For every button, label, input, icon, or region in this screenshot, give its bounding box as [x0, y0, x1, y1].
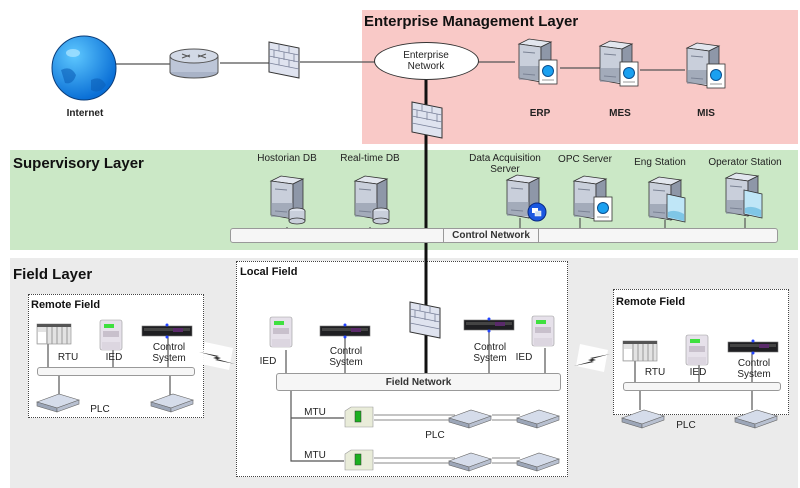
plc-icon [448, 452, 492, 472]
daq-server-label: Data Acquisition Server [469, 153, 541, 175]
field-layer-title: Field Layer [13, 266, 93, 283]
control-system-right-label: Control System [473, 342, 507, 364]
plc-icon [150, 393, 194, 413]
firewall-icon [409, 301, 441, 339]
remote-field-left-title: Remote Field [31, 299, 101, 311]
plc-icon [448, 409, 492, 429]
enterprise-network-label: Enterprise Network [403, 50, 449, 72]
rtu-icon [622, 340, 658, 362]
enterprise-layer-title: Enterprise Management Layer [364, 13, 579, 30]
erp-server-icon [517, 38, 558, 85]
opc-server-label: OPC Server [558, 154, 612, 165]
control-system-remote-right-label: Control System [737, 358, 771, 380]
plc-local-label: PLC [425, 430, 445, 441]
rtu-left-label: RTU [57, 352, 79, 363]
ied-remote-right-label: IED [689, 367, 707, 378]
control-system-icon [319, 323, 371, 339]
realtime-db-label: Real-time DB [340, 153, 400, 164]
ied-remote-left-label: IED [105, 352, 123, 363]
mis-label: MIS [697, 108, 715, 119]
control-network-tab [443, 228, 539, 243]
rtu-right-label: RTU [644, 367, 666, 378]
ied-icon [269, 316, 293, 348]
control-network-label: Control Network [452, 230, 530, 241]
operator-station-label: Operator Station [708, 157, 782, 168]
eng-station-label: Eng Station [634, 157, 686, 168]
mtu-2-label: MTU [304, 450, 326, 461]
rtu-icon [36, 323, 72, 345]
field-network-label: Field Network [385, 377, 452, 388]
ied-icon [99, 319, 123, 351]
control-system-remote-left-label: Control System [152, 342, 186, 364]
plc-icon [516, 452, 560, 472]
control-system-left-label: Control System [329, 346, 363, 368]
wireless-link-icon [574, 344, 610, 372]
mis-server-icon [685, 42, 726, 89]
remote-field-right-title: Remote Field [616, 296, 686, 308]
internet-globe-icon [51, 35, 117, 101]
erp-label: ERP [529, 108, 551, 119]
firewall-icon [268, 41, 300, 79]
supervisory-layer-title: Supervisory Layer [13, 155, 144, 172]
mes-server-icon [598, 40, 639, 87]
daq-server-icon [505, 174, 547, 222]
plc-remote-left-label: PLC [90, 404, 110, 415]
mtu-icon [344, 449, 374, 471]
local-field-title: Local Field [240, 266, 298, 278]
mes-label: MES [609, 108, 631, 119]
historian-db-icon [269, 175, 306, 225]
ied-right-label: IED [515, 352, 533, 363]
enterprise-network-node [374, 42, 479, 80]
ied-icon [685, 334, 709, 366]
router-icon [169, 48, 219, 79]
operator-station-icon [724, 172, 763, 219]
plc-icon [36, 393, 80, 413]
plc-icon [734, 409, 778, 429]
plc-icon [621, 409, 665, 429]
mtu-1-label: MTU [304, 407, 326, 418]
plc-remote-right-label: PLC [676, 420, 696, 431]
firewall-icon [411, 101, 443, 139]
remote-left-bus [37, 367, 195, 376]
plc-icon [516, 409, 560, 429]
internet-label: Internet [66, 108, 104, 119]
realtime-db-icon [353, 175, 390, 225]
mtu-icon [344, 406, 374, 428]
remote-right-bus [623, 382, 781, 391]
ied-left-label: IED [259, 356, 277, 367]
control-system-icon [727, 339, 779, 355]
wireless-link-icon [199, 342, 235, 370]
eng-station-icon [647, 176, 686, 223]
historian-db-label: Hostorian DB [257, 153, 317, 164]
control-system-icon [141, 323, 193, 339]
control-system-icon [463, 317, 515, 333]
opc-server-icon [572, 175, 613, 222]
ied-icon [531, 315, 555, 347]
field-network-bus [276, 373, 561, 391]
